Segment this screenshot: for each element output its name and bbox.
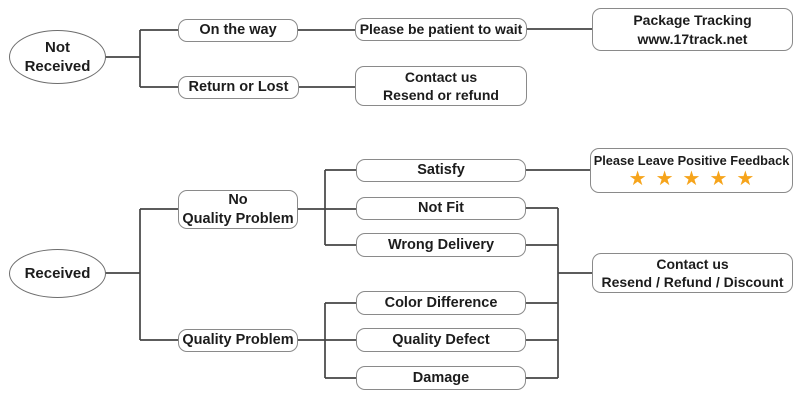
node-label: Contact us	[404, 68, 478, 85]
node-return-or-lost: Return or Lost	[178, 76, 299, 99]
node-received: Received	[9, 249, 106, 298]
node-label: Satisfy	[417, 162, 465, 179]
node-label: Not Fit	[418, 200, 464, 217]
node-contact-resend-refund-discount: Contact us Resend / Refund / Discount	[592, 253, 793, 293]
edge-not-received-branch	[105, 29, 178, 88]
node-label: Quality Defect	[392, 331, 490, 348]
node-no-quality-problem: No Quality Problem	[178, 190, 298, 229]
node-positive-feedback: Please Leave Positive Feedback ★★★★★	[590, 148, 793, 193]
edge-quality-branch	[298, 302, 356, 379]
node-color-difference: Color Difference	[356, 291, 526, 315]
node-label: Package Tracking	[633, 12, 752, 29]
node-not-received: Not Received	[9, 30, 106, 84]
node-label: Damage	[412, 369, 470, 386]
node-quality-defect: Quality Defect	[356, 328, 526, 352]
node-not-fit: Not Fit	[356, 197, 526, 220]
five-star-rating-icon: ★★★★★	[628, 168, 764, 191]
node-contact-resend-refund: Contact us Resend or refund	[355, 66, 527, 106]
node-label: Please Leave Positive Feedback	[593, 152, 790, 168]
node-label: On the way	[199, 22, 277, 39]
node-label: Contact us	[656, 255, 729, 272]
edge-converge-contact	[526, 207, 592, 379]
node-be-patient: Please be patient to wait	[355, 18, 527, 41]
node-quality-problem: Quality Problem	[178, 329, 298, 352]
node-label: Return or Lost	[188, 79, 289, 96]
node-label: Color Difference	[384, 294, 498, 311]
node-satisfy: Satisfy	[356, 159, 526, 182]
node-wrong-delivery: Wrong Delivery	[356, 233, 526, 257]
node-on-the-way: On the way	[178, 19, 298, 42]
node-label: Resend or refund	[383, 87, 499, 103]
node-package-tracking: Package Tracking www.17track.net	[592, 8, 793, 51]
node-label: Received	[24, 264, 91, 282]
node-label: Please be patient to wait	[359, 21, 523, 38]
node-label: No	[228, 191, 248, 208]
node-damage: Damage	[356, 366, 526, 390]
node-label: Not	[45, 38, 70, 56]
node-label: Received	[24, 58, 91, 75]
node-label: Quality Problem	[182, 210, 294, 227]
node-label: Resend / Refund / Discount	[601, 274, 784, 290]
node-label: Wrong Delivery	[387, 236, 495, 253]
edge-received-branch	[105, 208, 178, 341]
edge-no-quality-branch	[298, 169, 356, 246]
tracking-url: www.17track.net	[637, 30, 748, 47]
node-label: Quality Problem	[182, 332, 294, 349]
